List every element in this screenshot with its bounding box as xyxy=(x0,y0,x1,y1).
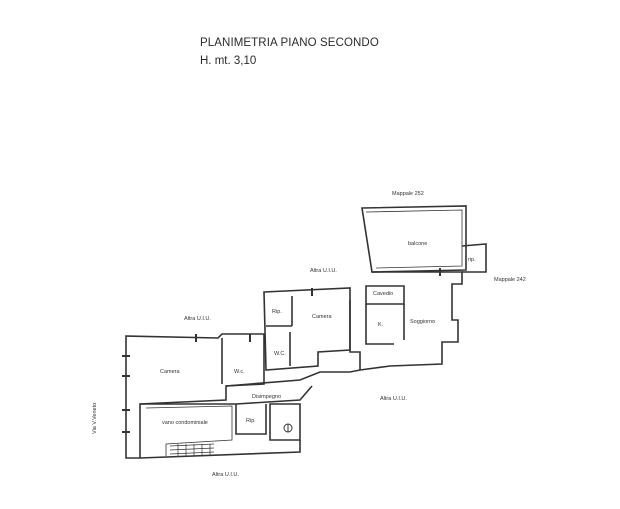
vano-wall xyxy=(139,403,301,459)
camera-wall xyxy=(263,287,351,371)
room-rip-camera: Rip. xyxy=(272,309,282,315)
window-marks xyxy=(122,268,441,433)
room-soggiorno: Soggiorno xyxy=(410,319,435,325)
room-wc-left: W.c. xyxy=(234,369,245,375)
stair-core-wall xyxy=(269,403,301,441)
plan-title: PLANIMETRIA PIANO SECONDO xyxy=(200,37,379,49)
room-wc-camera: W.C. xyxy=(274,351,286,357)
mappale-242-label: Mappale 242 xyxy=(494,277,526,283)
mappale-252-label: Mappale 252 xyxy=(392,191,424,197)
rip-bottom-wall xyxy=(235,404,267,435)
corridor-bottom xyxy=(235,385,313,405)
vano-inner xyxy=(145,405,233,456)
room-vano: vano condominiale xyxy=(162,420,208,426)
room-camera: Camera xyxy=(312,314,333,320)
room-k: K. xyxy=(378,322,384,328)
room-camera-left: Camera xyxy=(160,369,181,375)
altra-uiu-top-label: Altra U.I.U. xyxy=(310,268,337,274)
soggiorno-wall xyxy=(349,271,463,371)
via-label: Via V.Veneto xyxy=(92,403,98,434)
stairs xyxy=(169,443,215,456)
balcone-wall xyxy=(361,205,467,273)
altra-uiu-left-label: Altra U.I.U. xyxy=(184,316,211,322)
stair-core-symbol xyxy=(283,423,293,433)
left-block-wall xyxy=(125,333,265,459)
room-rip-bottom: Rip. xyxy=(246,418,256,424)
room-disimpegno: Disimpegno xyxy=(252,394,281,400)
room-balcone: balcone xyxy=(408,241,427,247)
altra-uiu-bottom-label: Altra U.I.U. xyxy=(212,472,239,478)
room-rip-right: rip. xyxy=(468,257,476,263)
corridor-wall xyxy=(225,369,361,387)
altra-uiu-right-label: Altra U.I.U. xyxy=(380,396,407,402)
rip-right-wall xyxy=(461,243,487,273)
k-wall xyxy=(365,304,394,345)
ceiling-height: H. mt. 3,10 xyxy=(200,55,257,67)
room-cavedio: Cavedio xyxy=(373,291,393,297)
balcone-inner xyxy=(365,209,463,269)
